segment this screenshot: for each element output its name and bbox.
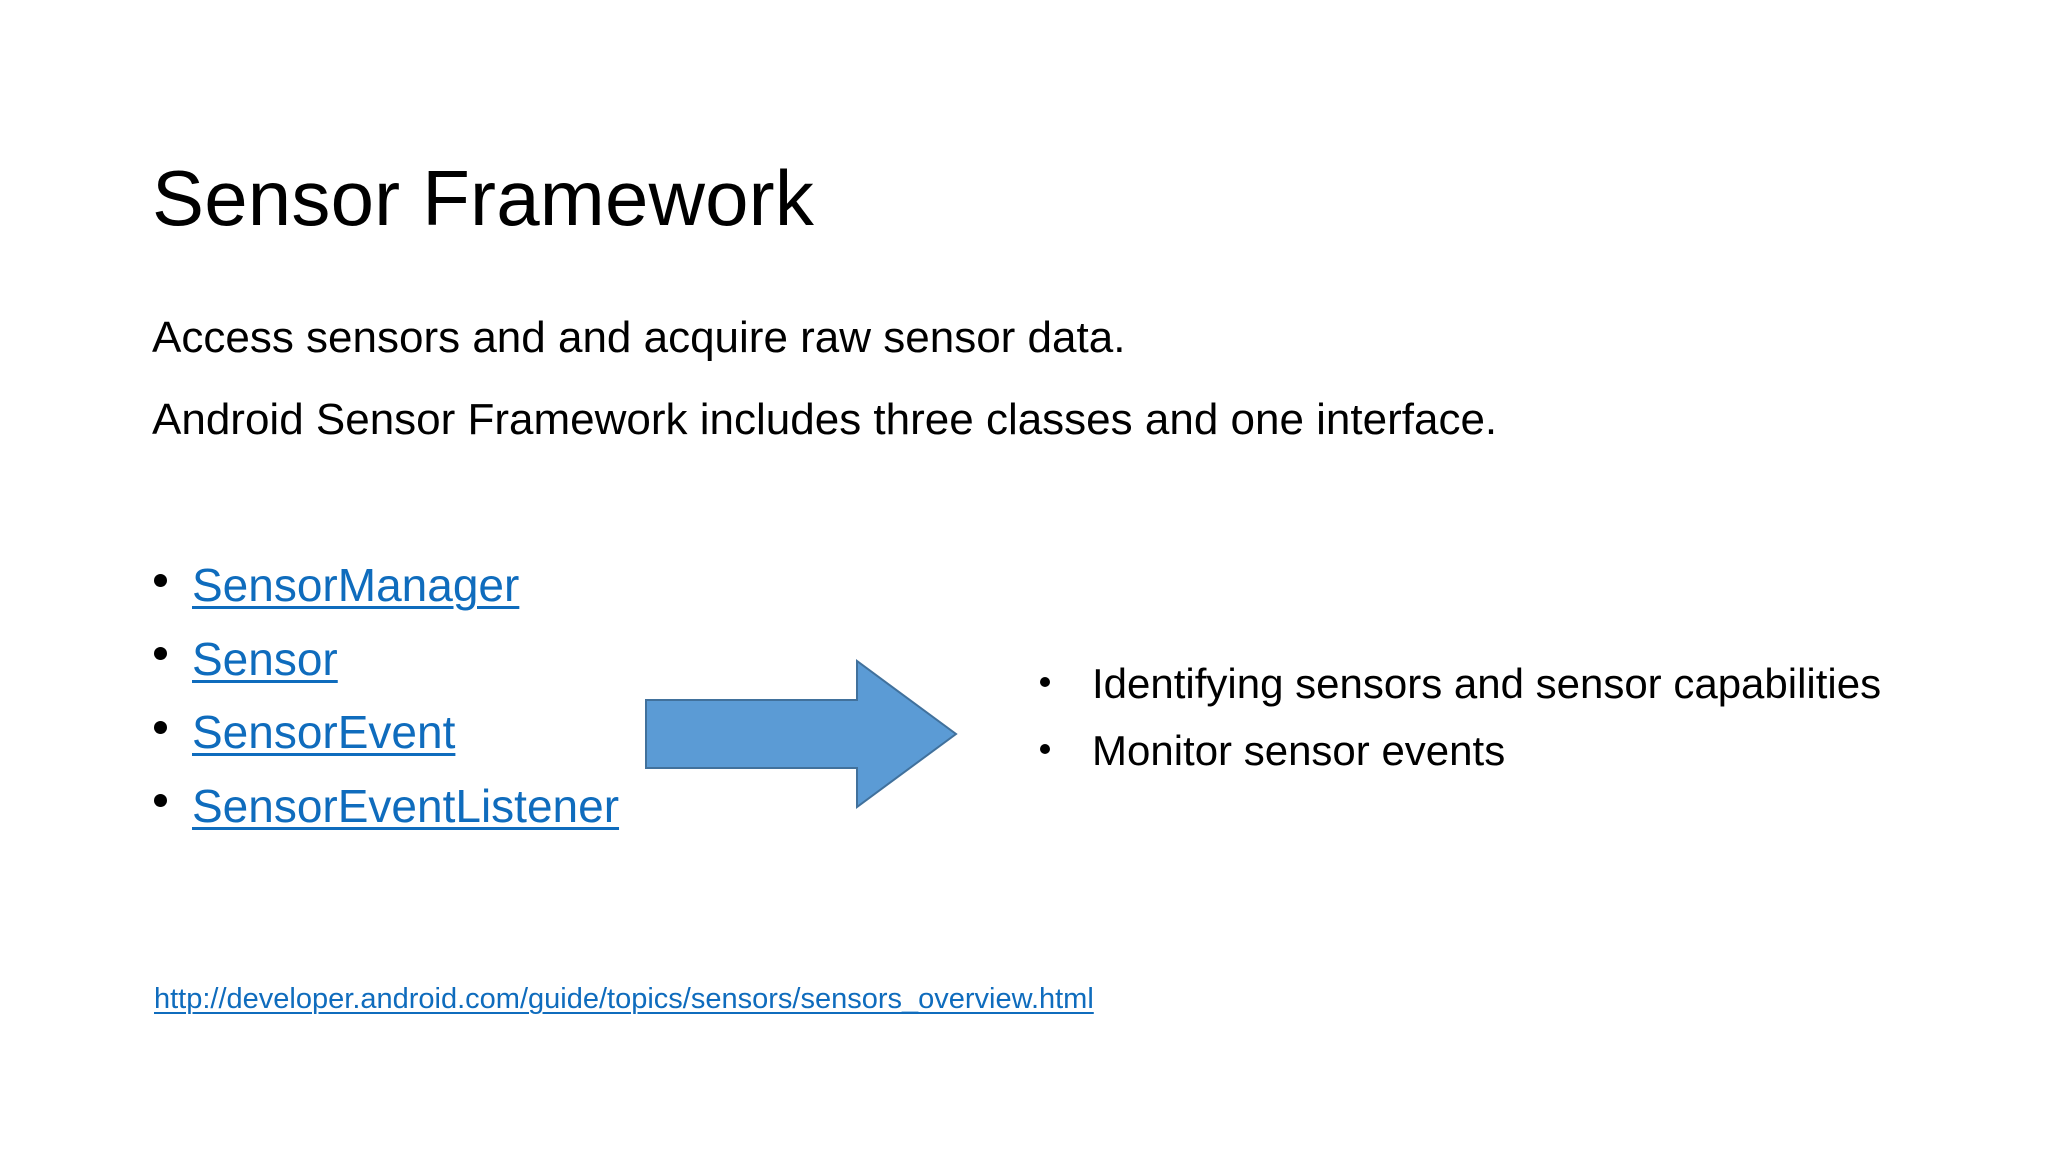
list-item: SensorEvent (152, 706, 772, 759)
intro-paragraph: Access sensors and and acquire raw senso… (152, 306, 1932, 452)
outcome-label-monitor: Monitor sensor events (1092, 727, 1506, 775)
link-sensorevent[interactable]: SensorEvent (192, 706, 456, 759)
list-item: Monitor sensor events (1030, 727, 2020, 774)
api-class-list: SensorManager Sensor SensorEvent SensorE… (152, 559, 772, 854)
source-url-link[interactable]: http://developer.android.com/guide/topic… (154, 983, 1094, 1015)
intro-line-1: Access sensors and and acquire raw senso… (152, 313, 1126, 362)
list-item: SensorManager (152, 559, 772, 612)
link-sensor[interactable]: Sensor (192, 632, 338, 685)
outcome-label-identifying: Identifying sensors and sensor capabilit… (1092, 660, 1882, 707)
list-item: Sensor (152, 632, 772, 686)
bullet-icon (154, 794, 167, 808)
list-item: Identifying sensors and sensor capabilit… (1030, 660, 2020, 707)
right-arrow-icon (645, 659, 958, 809)
bullet-icon (1040, 743, 1050, 754)
link-sensoreventlistener[interactable]: SensorEventListener (192, 779, 620, 832)
link-sensormanager[interactable]: SensorManager (192, 559, 520, 611)
intro-line-2: Android Sensor Framework includes three … (152, 395, 1498, 445)
bullet-icon (154, 573, 167, 587)
list-item: SensorEventListener (152, 779, 772, 833)
bullet-icon (154, 720, 167, 734)
bullet-icon (154, 647, 167, 661)
outcomes-list: Identifying sensors and sensor capabilit… (1030, 660, 2020, 794)
page-title: Sensor Framework (152, 154, 815, 243)
bullet-icon (1040, 676, 1050, 687)
